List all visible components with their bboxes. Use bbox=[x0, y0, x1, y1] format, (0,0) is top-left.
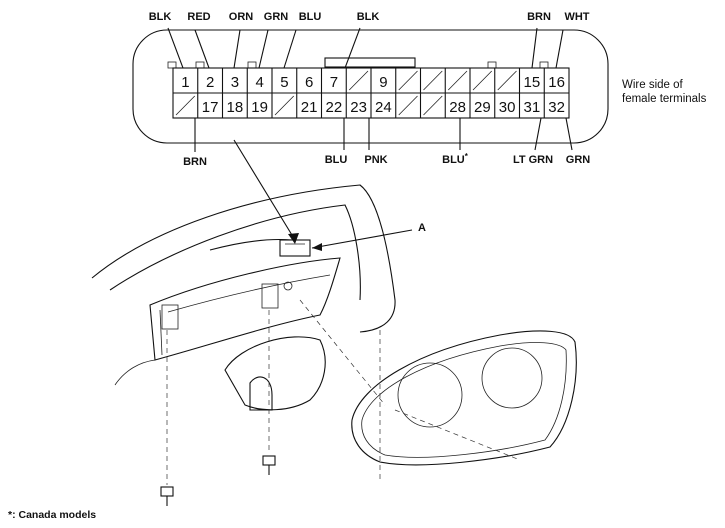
wire-label-pnk: PNK bbox=[364, 154, 387, 166]
terminal-24: 24 bbox=[375, 99, 392, 116]
terminal-32: 32 bbox=[548, 99, 565, 116]
dash-upper-outline bbox=[91, 184, 396, 333]
column-hole bbox=[249, 376, 273, 411]
callout-a-line bbox=[311, 229, 413, 249]
terminal-18: 18 bbox=[227, 99, 244, 116]
column-cover bbox=[224, 336, 326, 411]
terminal-15: 15 bbox=[524, 74, 541, 91]
dash-inner-outline bbox=[109, 204, 361, 301]
connector-pointer-arrow bbox=[288, 233, 299, 244]
dash-lower-edge bbox=[114, 359, 156, 386]
empty-cavity bbox=[472, 70, 493, 91]
empty-cavity bbox=[423, 70, 443, 91]
speedometer-dial bbox=[397, 362, 463, 428]
wire-label-grn-32: GRN bbox=[566, 154, 591, 166]
bottom-wire-leaders bbox=[194, 117, 573, 152]
gauge-assembly bbox=[351, 330, 577, 466]
empty-cavity bbox=[447, 70, 468, 91]
terminal-16: 16 bbox=[548, 74, 565, 91]
terminal-5: 5 bbox=[280, 74, 288, 91]
terminal-7: 7 bbox=[330, 74, 338, 91]
wire-label-blu: BLU bbox=[299, 11, 322, 23]
empty-cavity bbox=[497, 70, 517, 91]
callout-a-label: A bbox=[418, 222, 426, 234]
top-wire-leaders bbox=[167, 27, 564, 69]
connector-a bbox=[279, 239, 311, 257]
tachometer-dial bbox=[481, 347, 543, 409]
wire-label-blk-7: BLK bbox=[357, 11, 380, 23]
wire-label-brn-15: BRN bbox=[527, 11, 551, 23]
empty-cavity bbox=[175, 95, 196, 116]
side-note-line2: female terminals bbox=[622, 93, 707, 105]
empty-cavity bbox=[398, 70, 418, 91]
terminal-17: 17 bbox=[202, 99, 219, 116]
mount-bracket-left bbox=[161, 304, 179, 330]
empty-cavity bbox=[274, 95, 295, 116]
footnote: *: Canada models bbox=[8, 509, 96, 521]
terminal-29: 29 bbox=[474, 99, 491, 116]
screw-upper bbox=[262, 455, 276, 475]
terminal-3: 3 bbox=[231, 74, 239, 91]
terminal-9: 9 bbox=[379, 74, 387, 91]
wire-label-orn: ORN bbox=[229, 11, 254, 23]
empty-cavity bbox=[423, 95, 443, 116]
wire-label-brn-17: BRN bbox=[183, 156, 207, 168]
connector-lock-tab bbox=[324, 57, 416, 68]
terminal-2: 2 bbox=[206, 74, 214, 91]
empty-cavity bbox=[348, 70, 369, 91]
terminal-23: 23 bbox=[350, 99, 367, 116]
terminal-28: 28 bbox=[449, 99, 466, 116]
instrument-opening bbox=[149, 257, 341, 361]
terminal-tab bbox=[539, 61, 549, 69]
wire-label-grn: GRN bbox=[264, 11, 289, 23]
terminal-tab bbox=[195, 61, 205, 69]
terminal-31: 31 bbox=[524, 99, 541, 116]
terminal-tab bbox=[247, 61, 257, 69]
connector-housing bbox=[132, 29, 609, 144]
terminal-30: 30 bbox=[499, 99, 516, 116]
wire-label-blu-28: BLU* bbox=[442, 152, 469, 166]
terminal-4: 4 bbox=[255, 74, 263, 91]
mount-bracket-right bbox=[261, 283, 279, 309]
side-note-line1: Wire side of bbox=[622, 79, 684, 91]
wire-label-blu-23: BLU bbox=[325, 154, 348, 166]
screw-lower bbox=[160, 486, 174, 506]
terminal-tab bbox=[487, 61, 497, 69]
location-drawing: A bbox=[91, 139, 577, 506]
terminal-6: 6 bbox=[305, 74, 313, 91]
wire-label-lt-grn: LT GRN bbox=[513, 154, 553, 166]
empty-cavity bbox=[398, 95, 418, 116]
terminal-19: 19 bbox=[251, 99, 268, 116]
wire-label-wht: WHT bbox=[564, 11, 589, 23]
wire-label-blk: BLK bbox=[149, 11, 172, 23]
terminal-21: 21 bbox=[301, 99, 318, 116]
terminal-1: 1 bbox=[181, 74, 189, 91]
connector-pointer-line bbox=[233, 139, 296, 241]
terminal-22: 22 bbox=[326, 99, 343, 116]
wire-label-red: RED bbox=[187, 11, 210, 23]
terminal-tab bbox=[167, 61, 177, 69]
